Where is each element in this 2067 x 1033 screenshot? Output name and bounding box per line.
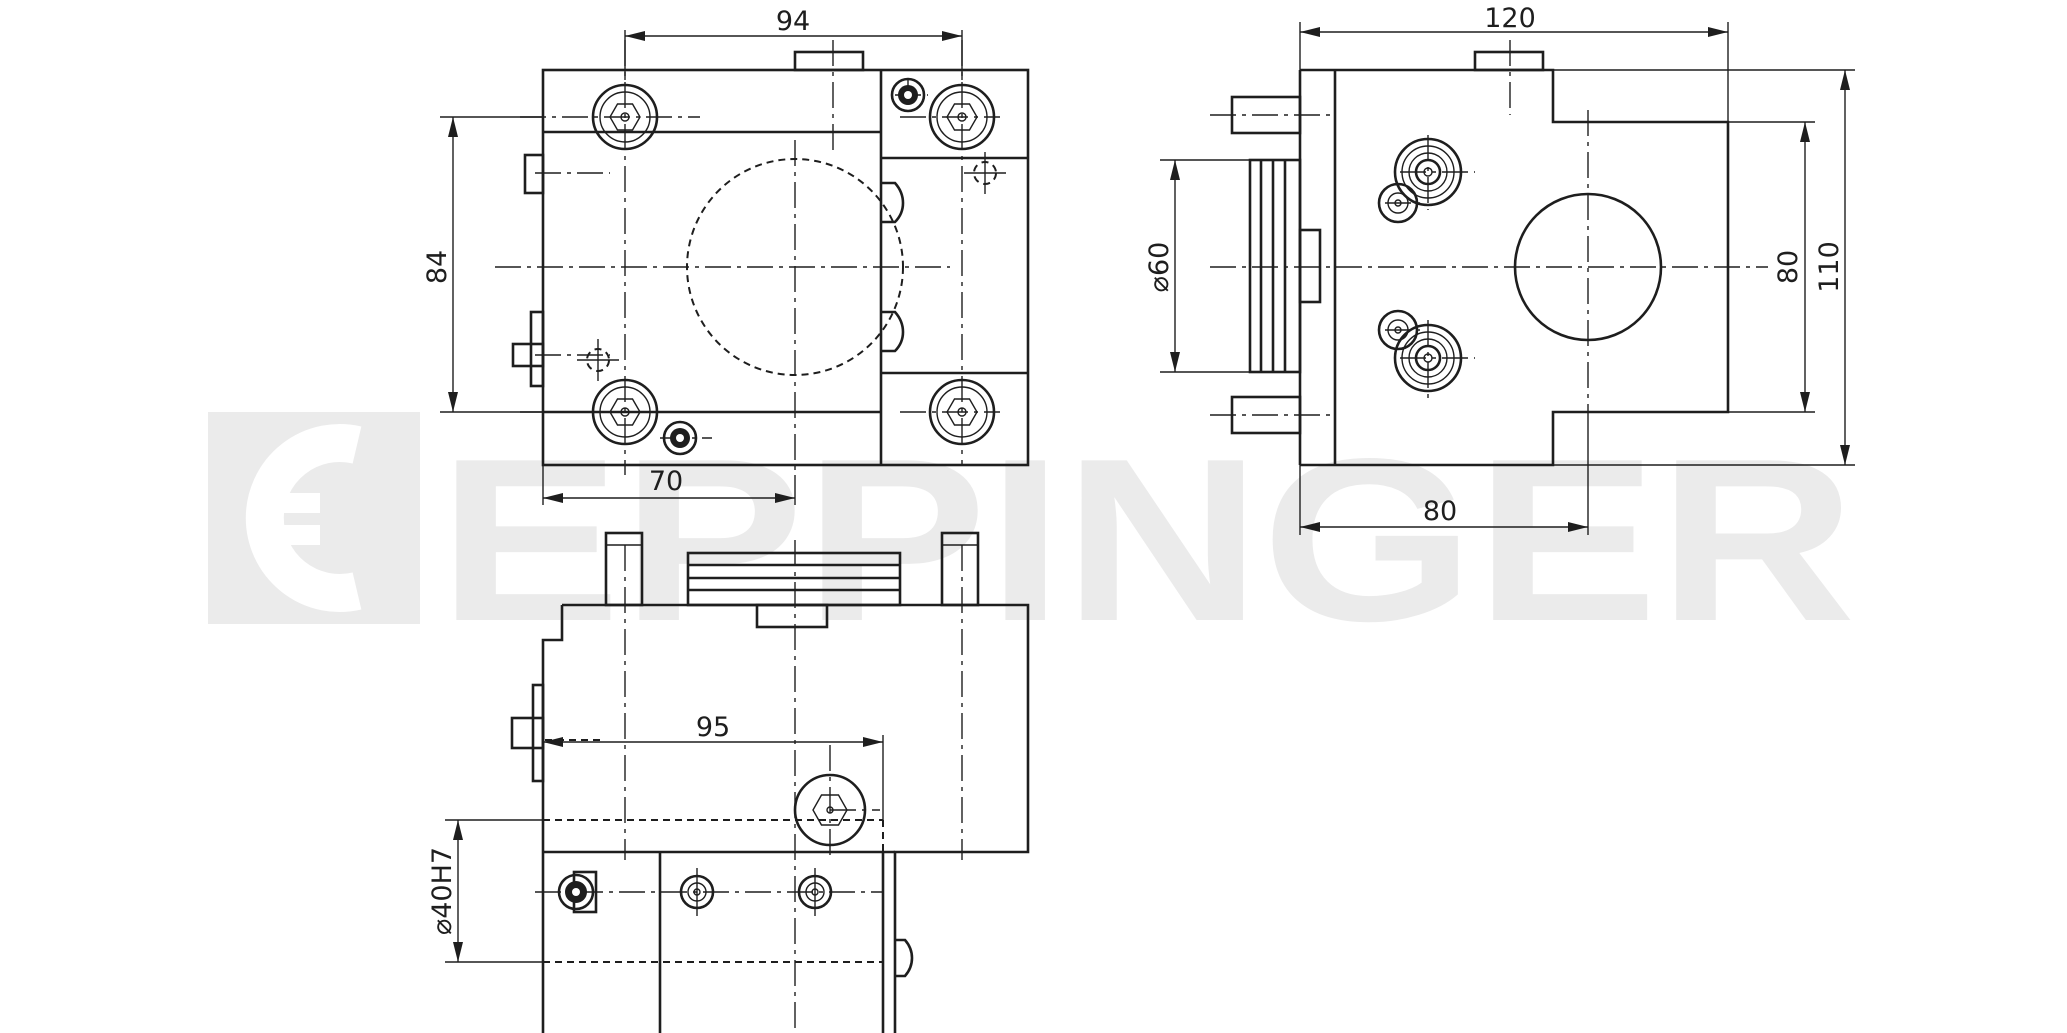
pin-icon bbox=[1377, 309, 1419, 351]
screw-head-icon bbox=[793, 773, 867, 847]
dimension-label: 80 bbox=[1773, 250, 1804, 284]
hole-marker-icon bbox=[577, 339, 619, 381]
dimension-label: 94 bbox=[776, 6, 810, 37]
dimension-label: 120 bbox=[1484, 3, 1536, 34]
dimension-94: 94 bbox=[624, 6, 963, 80]
dimension-label: 110 bbox=[1814, 241, 1845, 293]
hole-marker-icon bbox=[964, 152, 1006, 194]
dimension-label: ⌀40H7 bbox=[427, 847, 458, 935]
dimension-label: 95 bbox=[696, 712, 730, 743]
watermark: EPPINGER bbox=[208, 411, 1856, 670]
dimension-120: 120 bbox=[1299, 3, 1729, 122]
dimension-bore-40h7: ⌀40H7 bbox=[427, 819, 543, 963]
bottom-view: 95 ⌀40H7 bbox=[427, 531, 1030, 1033]
dimension-diameter-60: ⌀60 bbox=[1144, 159, 1250, 373]
dimension-label: 80 bbox=[1423, 496, 1457, 527]
dimension-84: 84 bbox=[422, 116, 543, 413]
dimension-80-horizontal: 80 bbox=[1299, 430, 1589, 535]
watermark-brand-text: EPPINGER bbox=[438, 411, 1856, 670]
side-view: 120 ⌀60 80 110 bbox=[1144, 3, 1855, 535]
dimension-95: 95 bbox=[543, 712, 884, 820]
dimension-label: 84 bbox=[422, 250, 453, 284]
dimension-80-vertical: 80 bbox=[1728, 121, 1815, 413]
dimension-label: 70 bbox=[649, 466, 683, 497]
pin-icon bbox=[679, 868, 715, 916]
watermark-logo-mark bbox=[245, 424, 362, 612]
pin-icon bbox=[557, 870, 598, 914]
dimension-110: 110 bbox=[1553, 69, 1855, 466]
pin-icon bbox=[797, 868, 833, 916]
front-view: 94 84 70 bbox=[422, 6, 1030, 505]
pin-icon bbox=[1377, 182, 1419, 224]
dimension-label: ⌀60 bbox=[1144, 242, 1175, 293]
dimension-70: 70 bbox=[542, 465, 796, 505]
